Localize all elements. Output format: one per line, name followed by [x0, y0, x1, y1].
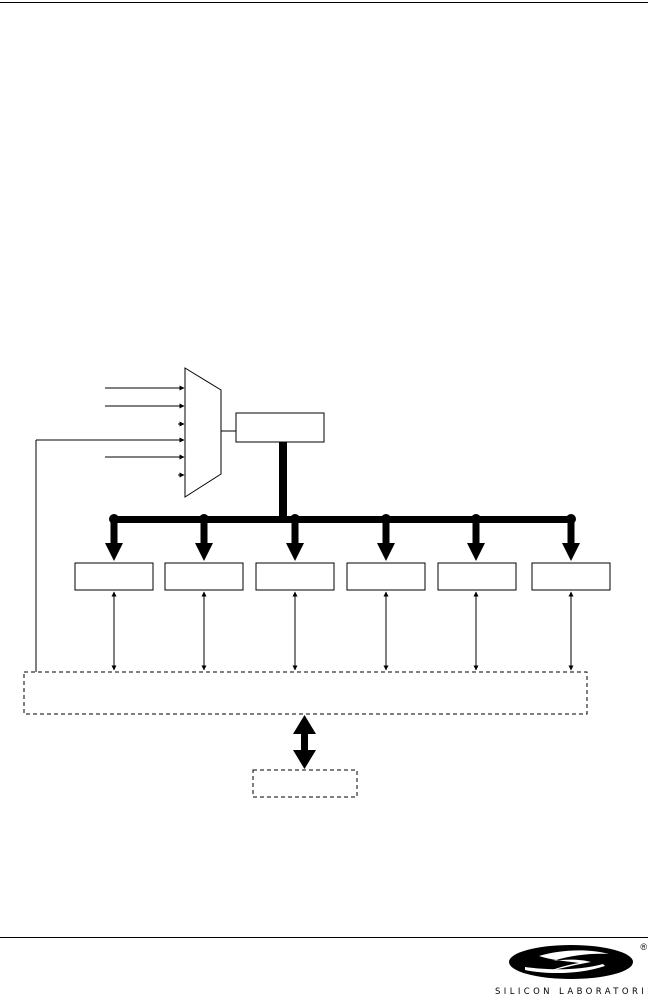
bus-drop: [200, 519, 208, 545]
system-bus-arrow: [293, 715, 316, 769]
bus-drop: [382, 519, 390, 545]
module-block: [164, 562, 244, 591]
multiplexer: [184, 367, 222, 498]
silicon-labs-logo: ® SILICON LABORATORIES: [495, 942, 648, 1000]
module-block: [255, 562, 335, 591]
bus-drop-arrow: [195, 543, 213, 561]
mux-inputs: [36, 385, 185, 478]
modules: [74, 562, 611, 591]
silicon-labs-logo-mark: [509, 945, 633, 979]
external-block: [252, 769, 358, 798]
module-block: [74, 562, 154, 591]
bus-drop: [567, 519, 575, 545]
bus-drop: [291, 519, 299, 545]
module-block: [346, 562, 426, 591]
bus-drop: [110, 519, 118, 545]
bus-drop-arrow: [377, 543, 395, 561]
counter-bus: [113, 516, 572, 523]
bus-drop: [472, 519, 480, 545]
module-block: [437, 562, 517, 591]
bottom-rule: [0, 937, 648, 938]
bus-drop-arrow: [467, 543, 485, 561]
silicon-labs-logo-text: SILICON LABORATORIES: [495, 987, 648, 997]
counter-bus-stem: [279, 442, 287, 520]
top-rule: [0, 2, 648, 3]
bus-interface-block: [23, 671, 588, 715]
trademark-symbol: ®: [640, 942, 647, 952]
module-block: [531, 562, 611, 591]
bus-drops: [105, 514, 580, 561]
counter-block: [235, 412, 325, 443]
bus-drop-arrow: [105, 543, 123, 561]
bus-drop-arrow: [286, 543, 304, 561]
module-connectors: [111, 591, 574, 671]
bus-drop-arrow: [562, 543, 580, 561]
